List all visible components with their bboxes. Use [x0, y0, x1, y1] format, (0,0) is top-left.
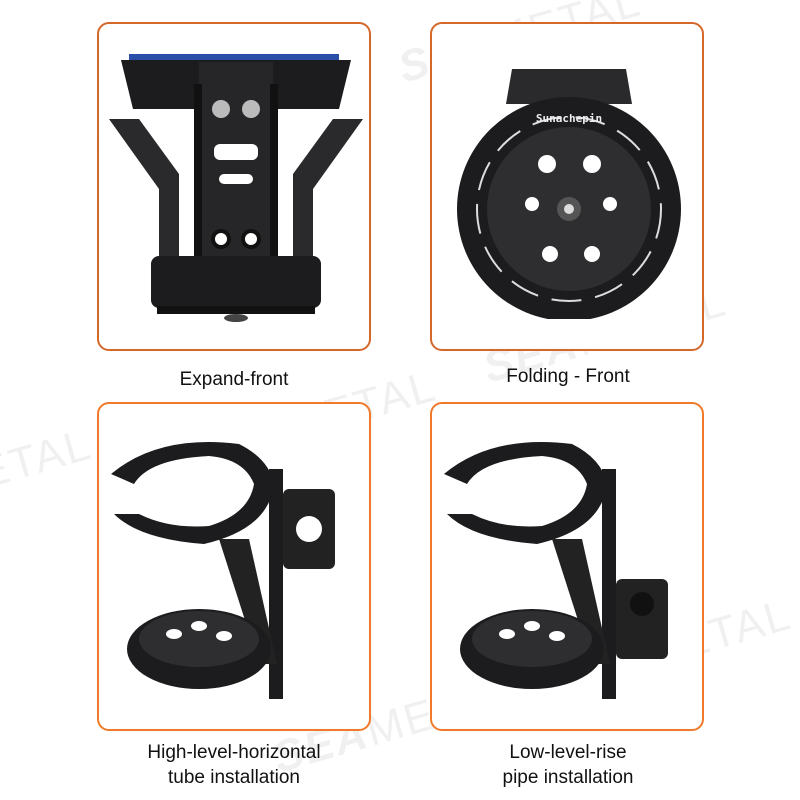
caption-folding-front: Folding - Front	[506, 366, 630, 387]
caption-low-level-rise: Low-level-rise pipe installation	[502, 742, 634, 788]
caption-high-level-horizontal: High-level-horizontal tube installation	[147, 742, 321, 788]
product-image-low-level	[444, 442, 668, 699]
watermark: METAL	[0, 419, 98, 510]
product-image-high-level	[111, 442, 335, 699]
panel-high-level-horizontal	[97, 402, 371, 731]
panel-folding-front: Sunachepin	[430, 22, 704, 351]
panel-low-level-rise	[430, 402, 704, 731]
svg-text:Sunachepin: Sunachepin	[536, 112, 602, 125]
panel-expand-front	[97, 22, 371, 351]
product-image-expand-front	[109, 54, 363, 322]
caption-expand-front: Expand-front	[179, 369, 289, 390]
product-image-folding-front: Sunachepin	[457, 69, 681, 327]
